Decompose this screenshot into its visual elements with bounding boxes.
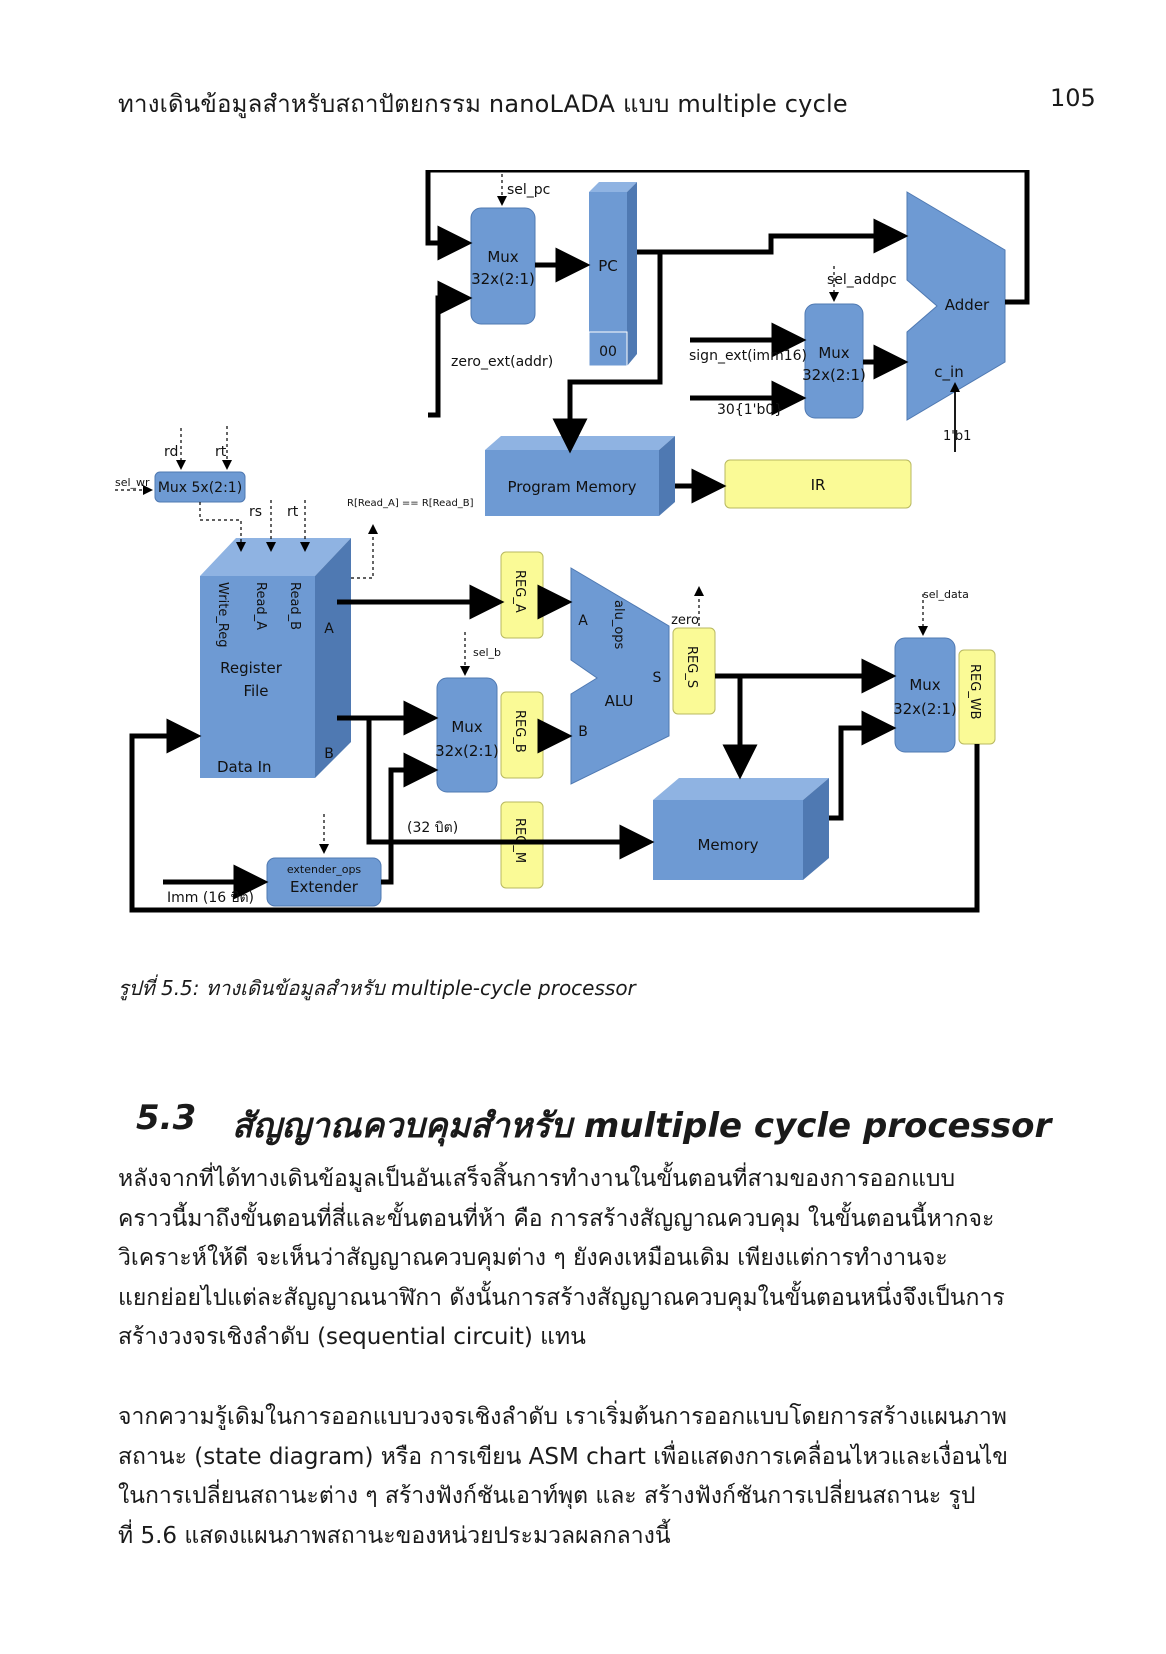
sel-wr-label: sel_wr: [115, 476, 150, 489]
datapath-wires: [129, 167, 1030, 913]
alu-zero-label: zero: [671, 613, 699, 628]
pc-low-bits: 00: [599, 344, 617, 360]
paragraph-line: แยกย่อยไปแต่ละสัญญาณนาฬิกา ดังนั้นการสร้…: [118, 1284, 1005, 1311]
sel-data-label: sel_data: [923, 588, 969, 601]
paragraph-line: สร้างวงจรเชิงลำดับ (sequential circuit) …: [118, 1324, 586, 1350]
rs-label: rs: [249, 504, 262, 520]
paragraph-2: จากความรู้เดิมในการออกแบบวงจรเชิงลำดับ เ…: [118, 1398, 1090, 1556]
rf-label-register: Register: [220, 659, 283, 677]
paragraph-line: วิเคราะห์ให้ดี จะเห็นว่าสัญญาณควบคุมต่าง…: [118, 1245, 948, 1271]
reg-b-label: REG_B: [512, 710, 527, 753]
paragraph-1: หลังจากที่ได้ทางเดินข้อมูลเป็นอันเสร็จสิ…: [118, 1160, 1090, 1358]
page-header-title: ทางเดินข้อมูลสำหรับสถาปัตยกรรม nanoLADA …: [118, 90, 848, 118]
alu: A B alu_ops ALU S zero: [570, 567, 699, 785]
extender-label: Extender: [290, 878, 359, 896]
imm-label: Imm (16 บิต): [167, 890, 254, 906]
rf-out-b-label: B: [324, 746, 334, 762]
alu-out-s-label: S: [653, 670, 662, 686]
mux-pc-name: Mux: [487, 248, 518, 266]
reg-s-label: REG_S: [684, 646, 699, 688]
rf-label-file: File: [243, 682, 268, 700]
instruction-register: IR: [724, 459, 912, 509]
datapath-diagram: Mux 32x(2:1) PC 00 Adder c_in Mux 32x(2:…: [115, 167, 1030, 913]
alu-ops-label: alu_ops: [611, 600, 626, 650]
rt-label: rt: [287, 504, 299, 520]
paragraph-line: สถานะ (state diagram) หรือ การเขียน ASM …: [118, 1443, 1009, 1470]
reg-m: REG_M: [500, 801, 544, 889]
rf-read-b-port: Read_B: [287, 582, 302, 630]
mux-wb-name: Mux: [909, 676, 940, 694]
rf-read-a-port: Read_A: [253, 582, 268, 630]
alu-in-b-label: B: [578, 724, 588, 740]
ir-label: IR: [811, 476, 826, 494]
mux-b-size: 32x(2:1): [435, 742, 499, 760]
mux-b-name: Mux: [451, 718, 482, 736]
register-file: Write_Reg Read_A Read_B Register File Da…: [200, 538, 351, 778]
datapath-figure: Mux 32x(2:1) PC 00 Adder c_in Mux 32x(2:…: [115, 167, 1105, 970]
page-number: 105: [1050, 84, 1096, 112]
adder-label: Adder: [945, 296, 990, 314]
reg-a-label: REG_A: [512, 570, 527, 613]
mux-pc-size: 32x(2:1): [471, 270, 535, 288]
extender-ops-label: extender_ops: [287, 863, 362, 876]
paragraph-line: ในการเปลี่ยนสถานะต่าง ๆ สร้างฟังก์ชันเอา…: [118, 1483, 976, 1509]
mux-wb-size: 32x(2:1): [893, 700, 957, 718]
sign-extender: extender_ops Extender: [266, 857, 382, 907]
bits32-label: (32 บิต): [407, 820, 458, 836]
section-title: สัญญาณควบคุมสำหรับ multiple cycle proces…: [232, 1106, 1052, 1146]
carry-in-const-label: 1'b1: [943, 429, 971, 444]
program-memory-label: Program Memory: [507, 478, 636, 496]
alu-in-a-label: A: [578, 613, 588, 629]
paragraph-line: จากความรู้เดิมในการออกแบบวงจรเชิงลำดับ เ…: [118, 1404, 1007, 1430]
mux-pc: Mux 32x(2:1): [470, 207, 536, 325]
section-number: 5.3: [136, 1098, 197, 1138]
rd-label: rd: [164, 444, 178, 460]
paragraph-line: คราวนี้มาถึงขั้นตอนที่สี่และขั้นตอนที่ห้…: [118, 1205, 995, 1232]
mux-b: Mux 32x(2:1): [435, 677, 499, 793]
figure-caption: รูปที่ 5.5: ทางเดินข้อมูลสำหรับ multiple…: [118, 976, 636, 1000]
sel-pc-label: sel_pc: [507, 182, 550, 198]
mux-addpc-name: Mux: [818, 344, 849, 362]
mux-addpc-size: 32x(2:1): [802, 366, 866, 384]
reg-s: REG_S: [672, 627, 716, 715]
paragraph-line: หลังจากที่ได้ทางเดินข้อมูลเป็นอันเสร็จสิ…: [118, 1166, 956, 1192]
alu-label: ALU: [605, 692, 634, 710]
sign-ext-label: sign_ext(imm16): [689, 348, 807, 364]
sel-addpc-label: sel_addpc: [827, 272, 897, 288]
sel-b-label: sel_b: [473, 646, 501, 659]
pc-adder: Adder c_in: [906, 191, 1006, 421]
rt-top-label: rt: [215, 444, 227, 460]
reg-a: REG_A: [500, 551, 544, 639]
mux-addpc: Mux 32x(2:1): [802, 303, 866, 419]
paragraph-line: ที่ 5.6 แสดงแผนภาพสถานะของหน่วยประมวลผลก…: [118, 1522, 671, 1549]
rf-data-in-port: Data In: [217, 758, 272, 776]
thirty-zero-label: 30{1'b0}: [717, 402, 783, 418]
control-wires: [115, 174, 928, 854]
rf-write-reg-port: Write_Reg: [215, 582, 230, 648]
mux-write-reg-label: Mux 5x(2:1): [158, 480, 242, 496]
program-memory: Program Memory: [485, 436, 675, 516]
reg-wb-label: REG_WB: [967, 664, 982, 720]
rf-out-a-label: A: [324, 621, 334, 637]
memory-label: Memory: [697, 836, 758, 854]
mux-writeback: Mux 32x(2:1): [893, 637, 957, 753]
zero-ext-label: zero_ext(addr): [451, 354, 553, 370]
adder-cin-label: c_in: [934, 363, 963, 382]
program-counter: PC 00: [588, 182, 637, 367]
mux-write-reg: Mux 5x(2:1): [154, 471, 246, 503]
reg-wb: REG_WB: [958, 649, 996, 745]
data-memory: Memory: [653, 778, 829, 880]
compare-label: R[Read_A] == R[Read_B]: [347, 498, 474, 509]
reg-b: REG_B: [500, 691, 544, 779]
pc-label: PC: [598, 257, 618, 275]
